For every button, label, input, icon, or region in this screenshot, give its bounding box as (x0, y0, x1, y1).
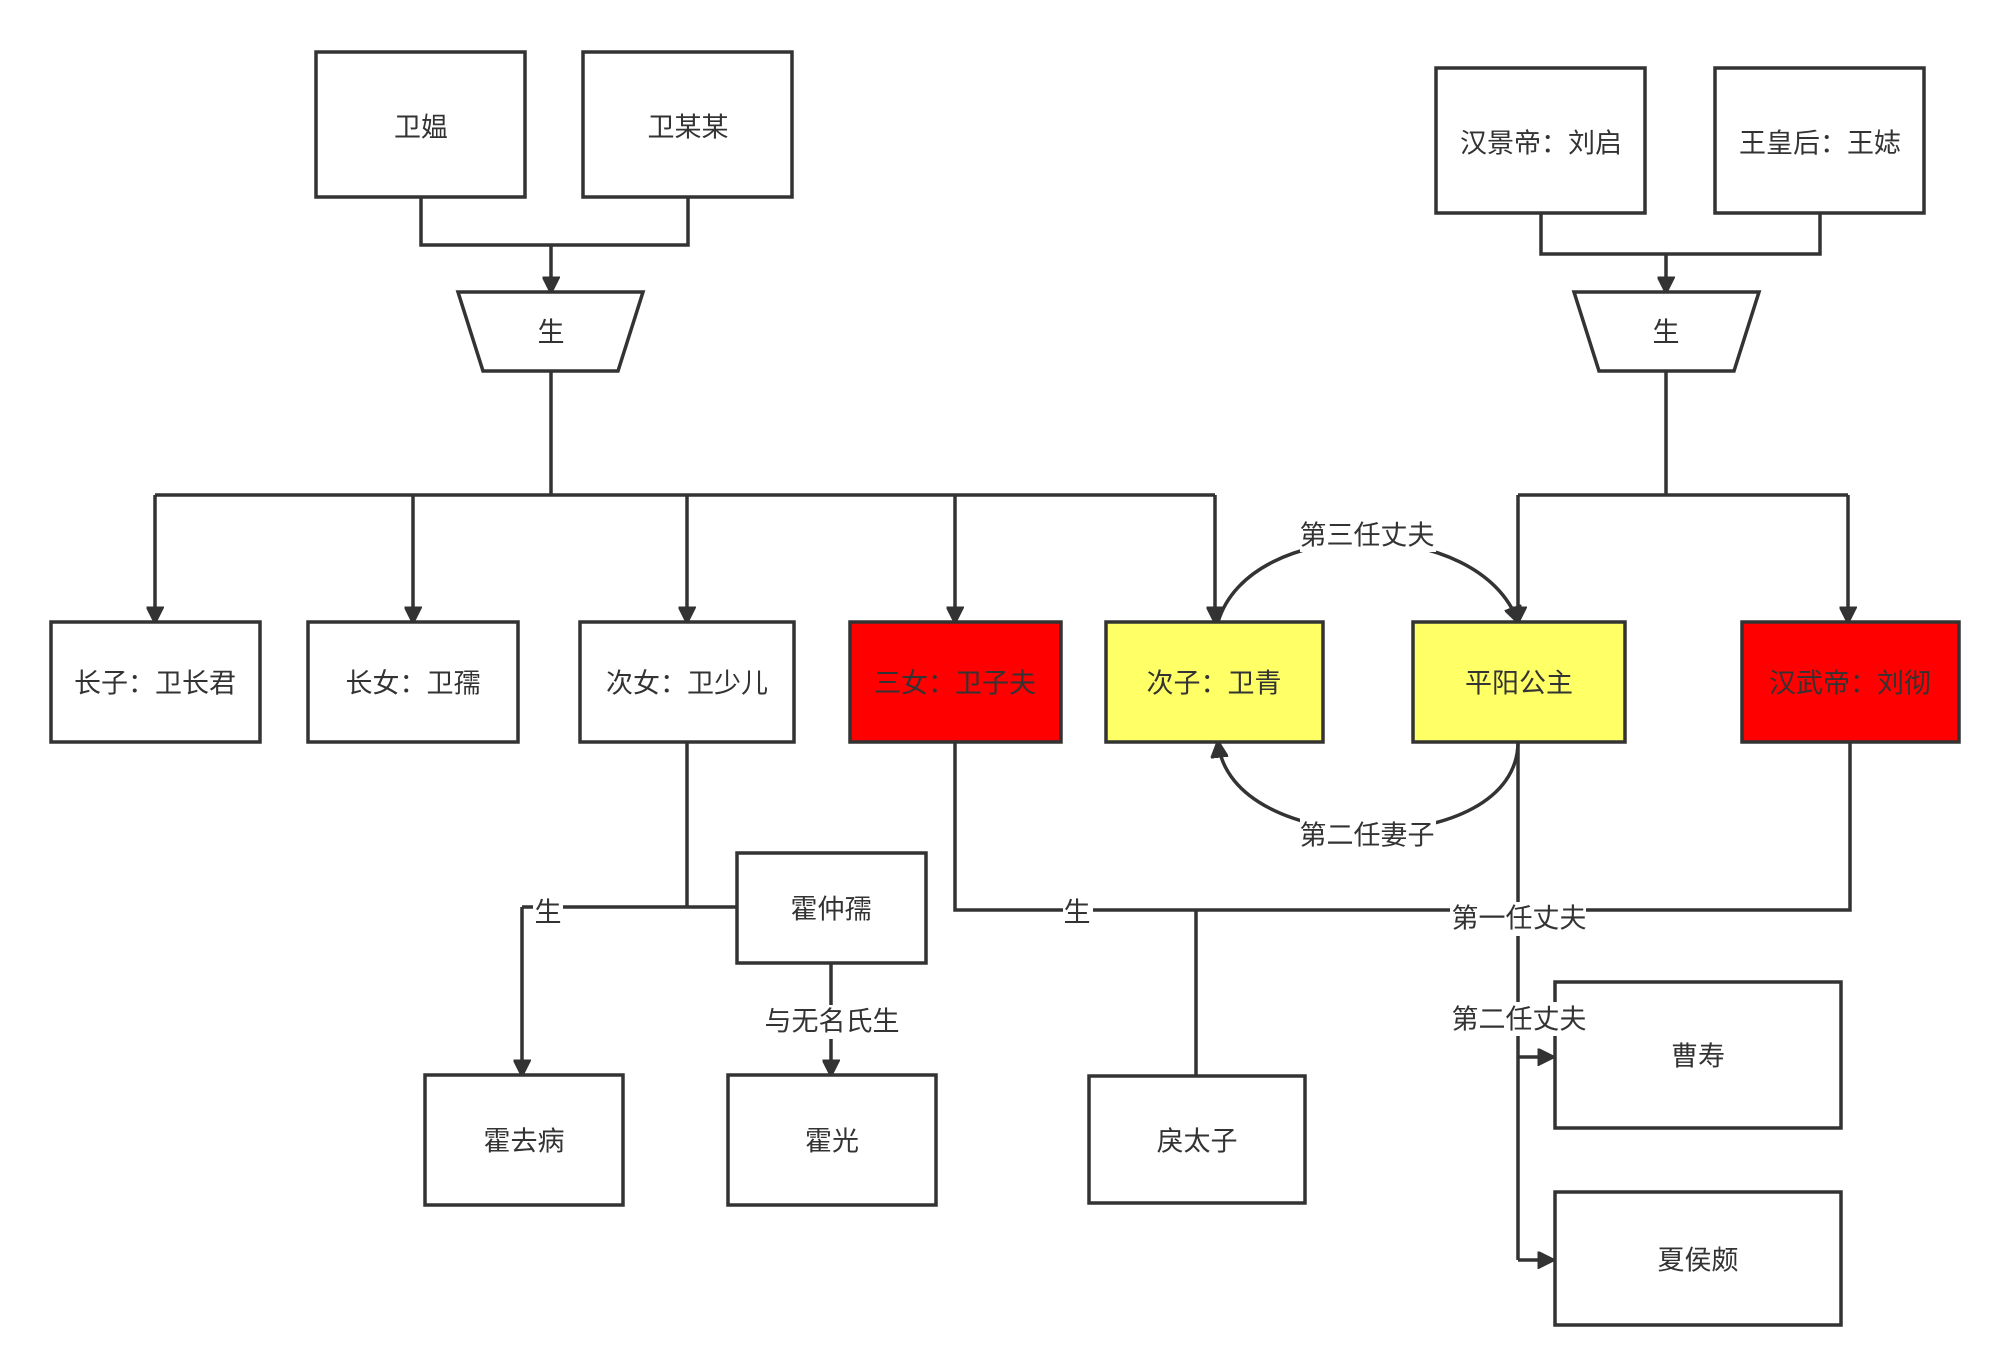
edges (155, 197, 1850, 1260)
node-wei-moumou-label: 卫某某 (648, 113, 729, 144)
edge-second-wife (1218, 742, 1520, 833)
edge-label-first-husband: 第一任丈夫 (1450, 902, 1587, 936)
node-cizi-label: 次子：卫青 (1147, 669, 1282, 700)
node-wei-moumou[interactable]: 卫某某 (581, 50, 794, 199)
edge-sannv-down (953, 742, 1852, 912)
edge-third-husband (1216, 540, 1518, 622)
edge-label-sheng-huo-text: 生 (535, 898, 562, 929)
node-huo-guang[interactable]: 霍光 (726, 1073, 938, 1207)
node-huo-qubing-label: 霍去病 (484, 1127, 565, 1158)
edge-label-sheng-li-text: 生 (1064, 898, 1091, 929)
node-sheng-left-label: 生 (538, 318, 565, 349)
edge-label-wuming: 与无名氏生 (764, 1005, 900, 1039)
edge-label-second-husband-text: 第二任丈夫 (1452, 1005, 1587, 1036)
node-jingdi[interactable]: 汉景帝：刘启 (1434, 66, 1647, 215)
node-huo-qubing[interactable]: 霍去病 (423, 1073, 625, 1207)
node-wang-huanghou-label: 王皇后：王娡 (1739, 129, 1901, 160)
node-wudi-label: 汉武帝：刘彻 (1769, 669, 1931, 700)
node-pingyang[interactable]: 平阳公主 (1411, 620, 1627, 744)
node-cinv-label: 次女：卫少儿 (606, 669, 768, 700)
node-cao-shou[interactable]: 曹寿 (1553, 980, 1843, 1130)
node-cao-shou-label: 曹寿 (1671, 1042, 1725, 1073)
node-changzi[interactable]: 长子：卫长君 (49, 620, 262, 744)
node-huo-guang-label: 霍光 (805, 1127, 859, 1158)
node-wei-ao-label: 卫媪 (394, 113, 448, 144)
node-changnv[interactable]: 长女：卫孺 (306, 620, 520, 744)
node-huo-zhongru-label: 霍仲孺 (791, 895, 872, 926)
node-wang-huanghou[interactable]: 王皇后：王娡 (1713, 66, 1926, 215)
node-li-taizi[interactable]: 戾太子 (1087, 1074, 1307, 1205)
node-sheng-right-label: 生 (1653, 318, 1680, 349)
edge-label-first-husband-text: 第一任丈夫 (1452, 904, 1587, 935)
edge-label-sheng-li: 生 (1063, 896, 1093, 930)
node-xiahou-po[interactable]: 夏侯颇 (1553, 1190, 1843, 1327)
node-jingdi-label: 汉景帝：刘启 (1460, 129, 1622, 160)
edge-label-second-wife: 第二任妻子 (1300, 818, 1436, 852)
edge-label-second-wife-text: 第二任妻子 (1300, 821, 1435, 852)
edge-labels: 第三任丈夫 第二任妻子 生 与无名氏生 生 第一任丈夫 第二任丈夫 (533, 518, 1587, 1039)
edge-label-second-husband: 第二任丈夫 (1450, 1002, 1587, 1036)
node-cizi[interactable]: 次子：卫青 (1104, 620, 1325, 744)
node-changzi-label: 长子：卫长君 (74, 669, 236, 700)
node-huo-zhongru[interactable]: 霍仲孺 (735, 851, 928, 965)
edge-label-third-husband: 第三任丈夫 (1300, 518, 1436, 552)
node-sannv[interactable]: 三女：卫子夫 (848, 620, 1063, 744)
edge-label-third-husband-text: 第三任丈夫 (1300, 521, 1435, 552)
node-wudi[interactable]: 汉武帝：刘彻 (1740, 620, 1961, 744)
nodes: 卫媪 卫某某 生 汉景帝：刘启 王皇后：王娡 生 长子：卫长君 长女：卫孺 (49, 50, 1961, 1327)
node-li-taizi-label: 戾太子 (1157, 1127, 1238, 1158)
edge-jingdi-merge (1539, 213, 1822, 256)
node-changnv-label: 长女：卫孺 (346, 669, 481, 700)
node-sheng-right[interactable]: 生 (1571, 290, 1762, 373)
node-sheng-left[interactable]: 生 (455, 290, 646, 373)
node-wei-ao[interactable]: 卫媪 (314, 50, 527, 199)
node-pingyang-label: 平阳公主 (1465, 669, 1573, 700)
edge-label-wuming-text: 与无名氏生 (765, 1007, 900, 1038)
node-cinv[interactable]: 次女：卫少儿 (578, 620, 796, 744)
node-sannv-label: 三女：卫子夫 (874, 669, 1036, 700)
edge-label-sheng-huo: 生 (533, 896, 563, 930)
node-xiahou-po-label: 夏侯颇 (1658, 1246, 1739, 1277)
edge-weiao-merge (419, 197, 690, 247)
